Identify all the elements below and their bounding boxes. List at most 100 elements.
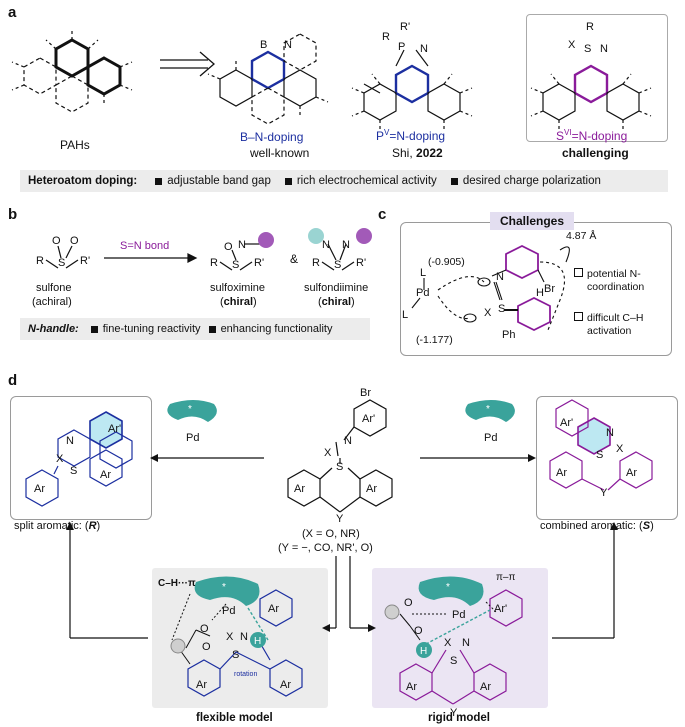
atom-n: N xyxy=(284,39,292,51)
svg-text:Pd: Pd xyxy=(452,609,465,621)
heteroatom-title: Heteroatom doping: xyxy=(28,175,138,187)
svg-text:Br: Br xyxy=(544,283,555,295)
svg-text:Ar: Ar xyxy=(280,679,291,691)
svg-text:X: X xyxy=(444,637,452,649)
svg-text:Ar': Ar' xyxy=(362,413,375,425)
svg-text:N: N xyxy=(322,239,330,251)
svg-text:S: S xyxy=(232,259,239,271)
bn-structure xyxy=(207,33,329,125)
bn-sub: well-known xyxy=(250,146,310,160)
svg-text:Ar: Ar xyxy=(366,483,377,495)
challenge-item-1: potential N-coordination xyxy=(574,268,644,294)
nhandle-title: N-handle: xyxy=(28,323,79,335)
svg-text:R: R xyxy=(36,255,44,267)
svg-text:R': R' xyxy=(356,257,366,269)
svg-text:Ar: Ar xyxy=(294,483,305,495)
svg-text:R': R' xyxy=(80,255,90,267)
svg-text:Ar: Ar xyxy=(268,603,279,615)
pv-title: PV=N-doping xyxy=(376,128,446,143)
pd-right: Pd xyxy=(484,432,498,444)
combined-caption: combined aromatic: (S) xyxy=(540,520,654,532)
handle-ball-2 xyxy=(308,228,324,244)
b-s1: S xyxy=(58,257,65,269)
charge-1: (-0.905) xyxy=(428,256,465,268)
svg-text:S: S xyxy=(334,259,341,271)
svg-text:N: N xyxy=(496,271,504,283)
svg-text:O: O xyxy=(414,625,423,637)
sulfoximine-name: sulfoximine xyxy=(210,282,266,294)
svg-text:O: O xyxy=(404,597,413,609)
nhandle-item-1: fine-tuning reactivity xyxy=(102,323,201,335)
atom-n-p: N xyxy=(420,43,428,55)
svg-text:S: S xyxy=(336,461,343,473)
center-x-def: (X = O, NR) xyxy=(302,528,360,540)
svg-text:O: O xyxy=(224,241,233,253)
atom-x: X xyxy=(568,39,576,51)
svg-text:R: R xyxy=(312,257,320,269)
pd-left: Pd xyxy=(186,432,200,444)
svg-text:Ar: Ar xyxy=(626,467,637,479)
pd-cat-right xyxy=(465,400,515,422)
pahs-label: PAHs xyxy=(60,138,90,152)
charge-2: (-1.177) xyxy=(416,334,453,346)
svg-text:H: H xyxy=(536,287,544,299)
rigid-caption: rigid model xyxy=(428,712,490,724)
svg-text:H: H xyxy=(420,646,427,657)
svg-text:S: S xyxy=(70,465,77,477)
flexible-caption: flexible model xyxy=(196,712,273,724)
panel-c-label: c xyxy=(378,206,387,223)
svg-text:L: L xyxy=(420,267,426,279)
svg-text:O: O xyxy=(200,623,209,635)
svg-text:Ar: Ar xyxy=(196,679,207,691)
handle-ball-1 xyxy=(258,232,274,248)
sn-bond-label: S=N bond xyxy=(120,240,170,252)
svg-text:Pd: Pd xyxy=(222,605,235,617)
svg-text:Ar: Ar xyxy=(100,469,111,481)
challenges-title: Challenges xyxy=(490,212,575,230)
svg-text:L: L xyxy=(402,309,408,321)
svg-text:S: S xyxy=(450,655,457,667)
ch-pi-label: C–H···π xyxy=(158,578,196,589)
svg-text:Pd: Pd xyxy=(416,287,429,299)
right-product-box xyxy=(536,396,678,520)
svg-text:X: X xyxy=(484,307,492,319)
svg-text:Y: Y xyxy=(336,513,344,525)
svg-text:Ar: Ar xyxy=(34,483,45,495)
svg-text:Ph: Ph xyxy=(502,329,515,341)
svg-text:Ar: Ar xyxy=(406,681,417,693)
sulfondiimine-sub: (chiral) xyxy=(318,296,355,308)
panel-a-label: a xyxy=(8,4,17,21)
atom-n-s: N xyxy=(600,43,608,55)
atom-s: S xyxy=(584,43,591,55)
svi-title: SVI=N-doping xyxy=(556,128,628,143)
svg-text:X: X xyxy=(324,447,332,459)
svg-text:S: S xyxy=(232,649,239,661)
svg-text:Y: Y xyxy=(600,487,608,499)
svg-text:N: N xyxy=(66,435,74,447)
bar-item-2: rich electrochemical activity xyxy=(296,175,437,187)
sulfone-sub: (achiral) xyxy=(32,296,72,308)
center-y-def: (Y = −, CO, NR', O) xyxy=(278,542,373,554)
svg-text:X: X xyxy=(56,453,64,465)
left-product-box xyxy=(10,396,152,520)
svg-text:*: * xyxy=(222,582,226,593)
svg-text:O: O xyxy=(70,235,79,247)
sulfondiimine-name: sulfondiimine xyxy=(304,282,369,294)
svg-text:rotation: rotation xyxy=(234,671,257,678)
nhandle-item-2: enhancing functionality xyxy=(220,323,333,335)
pv-sub: Shi, 2022 xyxy=(392,146,443,160)
svg-text:Y: Y xyxy=(450,707,458,719)
svg-text:N: N xyxy=(462,637,470,649)
svg-text:S: S xyxy=(498,303,505,315)
svg-text:H: H xyxy=(254,636,261,647)
sn-structure xyxy=(530,64,652,132)
handle-ball-3 xyxy=(356,228,372,244)
svg-text:*: * xyxy=(446,582,450,593)
svg-text:X: X xyxy=(616,443,624,455)
pd-cat-left xyxy=(167,400,217,422)
bar-item-3: desired charge polarization xyxy=(462,175,601,187)
svg-text:O: O xyxy=(52,235,61,247)
